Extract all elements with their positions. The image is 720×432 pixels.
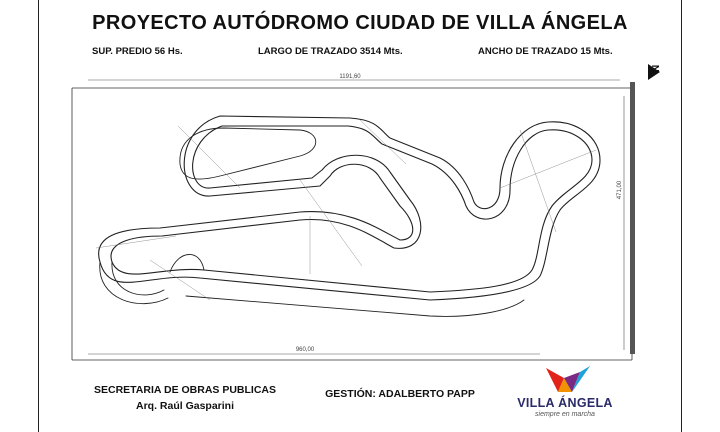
north-label: N <box>651 65 662 72</box>
construction-line <box>177 125 241 189</box>
top-dimension-text: 1191,60 <box>339 74 361 80</box>
architect-label: Arq. Raúl Gasparini <box>135 400 235 412</box>
track-width-label: ANCHO DE TRAZADO 15 Mts. <box>478 46 613 57</box>
north-arrow-icon: N <box>648 64 662 80</box>
logo-tagline: siempre en marcha <box>535 411 595 418</box>
bottom-dimension-text: 960,00 <box>296 347 315 353</box>
construction-line <box>359 119 407 165</box>
site-area-label: SUP. PREDIO 56 Hs. <box>92 46 183 57</box>
construction-line <box>519 129 557 233</box>
sheet-border-right <box>681 0 682 432</box>
department-label: SECRETARIA DE OBRAS PUBLICAS <box>93 384 276 396</box>
track-inner-edge <box>110 125 593 293</box>
right-dimension-text: 471,00 <box>617 180 623 199</box>
infield-loop <box>179 127 317 180</box>
track-outer-edge <box>98 115 601 301</box>
construction-line <box>95 235 177 249</box>
left-hairpin <box>99 261 169 305</box>
page-title: PROYECTO AUTÓDROMO CIUDAD DE VILLA ÁNGEL… <box>92 12 628 34</box>
construction-line <box>499 149 597 189</box>
track-length-label: LARGO DE TRAZADO 3514 Mts. <box>258 46 403 57</box>
section-bar <box>630 82 635 354</box>
sheet-border-left <box>38 0 39 432</box>
construction-line <box>149 259 211 301</box>
construction-line <box>299 179 363 267</box>
villa-angela-logo-icon <box>546 366 590 392</box>
pit-lane <box>169 254 525 317</box>
logo-name: VILLA ÁNGELA <box>517 396 613 410</box>
management-label: GESTIÓN: ADALBERTO PAPP <box>325 388 475 400</box>
